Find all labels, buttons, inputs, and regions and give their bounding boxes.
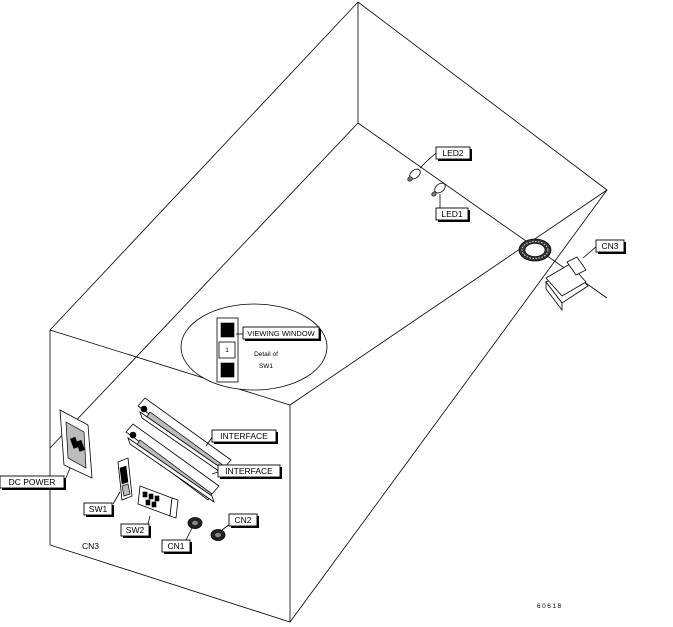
sw1-label: SW1 <box>83 502 114 517</box>
dc-power-socket <box>59 409 93 479</box>
led2-label: LED2 <box>435 146 472 161</box>
leader-lines <box>65 152 598 541</box>
cn3-label-top: CN3 <box>595 239 626 254</box>
svg-text:SW1: SW1 <box>89 504 108 514</box>
sw2-switch <box>137 485 179 519</box>
svg-text:CN3: CN3 <box>601 241 618 251</box>
svg-text:SW2: SW2 <box>126 525 145 535</box>
interface-connector-upper <box>137 397 232 478</box>
viewing-window-label: VIEWING WINDOW <box>242 326 321 341</box>
svg-text:LED1: LED1 <box>441 209 463 219</box>
led1-component <box>431 182 446 206</box>
interface-connector-lower <box>125 423 220 504</box>
cn3-connector-block <box>545 256 589 312</box>
led1-label: LED1 <box>435 207 470 222</box>
dc-power-label: DC POWER <box>0 475 66 490</box>
svg-text:VIEWING WINDOW: VIEWING WINDOW <box>247 329 315 338</box>
sw1-detail-circle: 1 Detail of SW1 <box>180 303 328 391</box>
detail-of-text: Detail of <box>254 351 278 358</box>
toroid-ring <box>518 238 552 262</box>
interface-label-1: INTERFACE <box>211 429 278 444</box>
cn2-jack <box>210 529 226 541</box>
led2-component <box>407 160 428 182</box>
svg-text:CN2: CN2 <box>234 515 251 525</box>
detail-sw1-text: SW1 <box>259 363 273 370</box>
figure-number: 60618 <box>537 603 563 610</box>
svg-text:CN1: CN1 <box>167 541 184 551</box>
sw1-switch <box>117 457 133 501</box>
svg-text:DC POWER: DC POWER <box>9 477 56 487</box>
cn1-label: CN1 <box>161 539 192 554</box>
svg-text:INTERFACE: INTERFACE <box>220 431 268 441</box>
switch-digit: 1 <box>225 347 229 354</box>
cn1-jack <box>187 517 203 529</box>
interface-label-2: INTERFACE <box>217 464 282 479</box>
svg-text:LED2: LED2 <box>442 148 464 158</box>
sw2-label: SW2 <box>120 523 151 538</box>
svg-text:INTERFACE: INTERFACE <box>225 466 273 476</box>
cn3-label-bottom: CN3 <box>82 541 99 551</box>
cn2-label: CN2 <box>228 513 259 528</box>
